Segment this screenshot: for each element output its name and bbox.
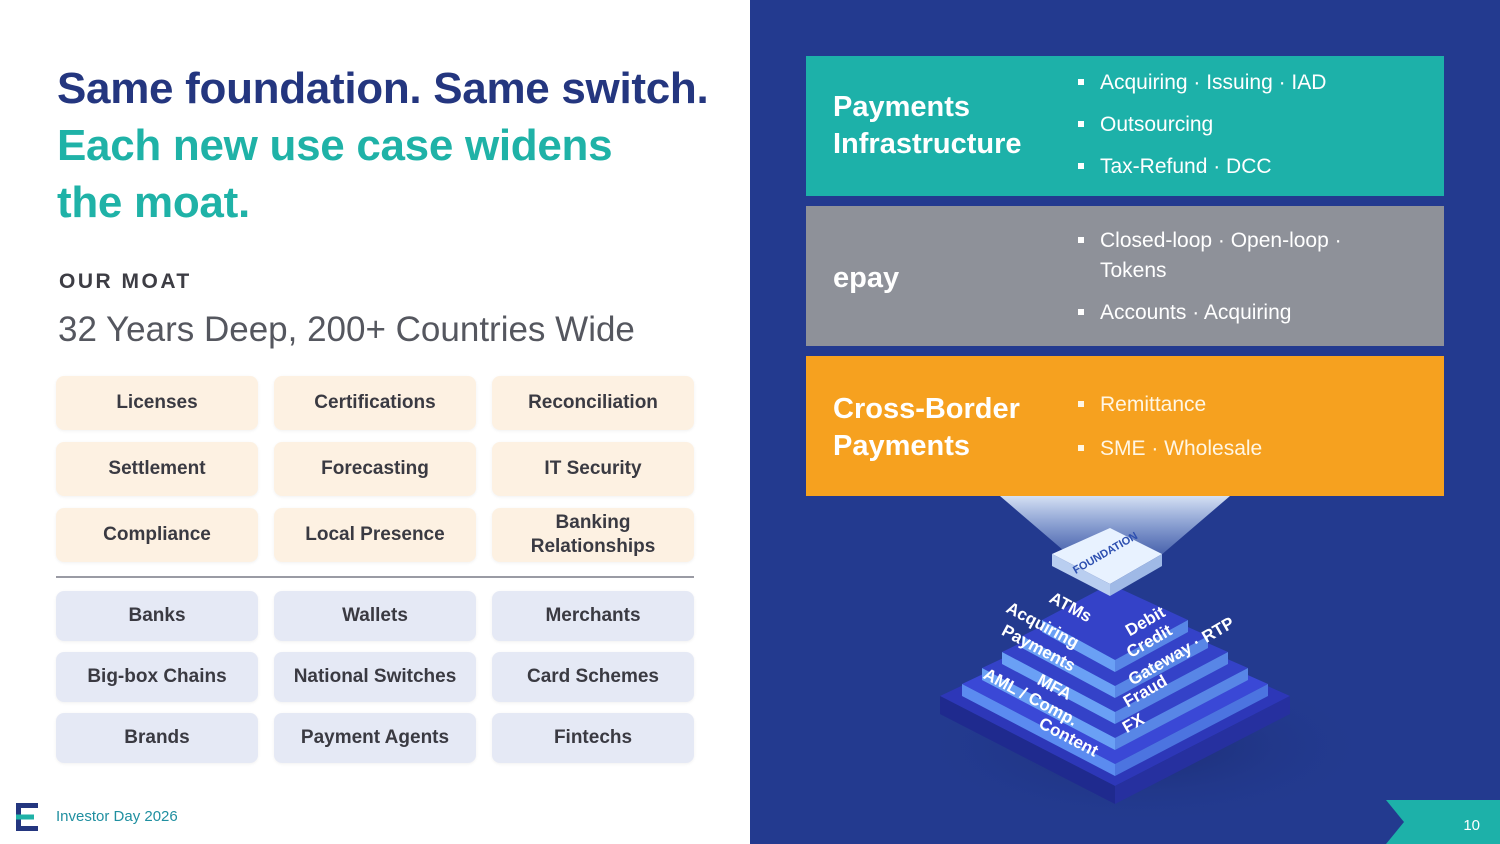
layer-title: epay [833,262,900,294]
moat-label: OUR MOAT [59,270,192,293]
partner-tile: Big-box Chains [56,652,258,702]
bullet-item: Accounts · Acquiring [1074,298,1404,328]
layer-title: Payments Infrastructure [833,91,1022,160]
bullet-item: Acquiring · Issuing · IAD [1074,68,1326,98]
left-panel: Same foundation. Same switch. Each new u… [16,60,737,831]
foundation-cap [1052,528,1162,584]
headline-line-1: Same foundation. Same switch. [57,64,709,113]
layer-bullets: Remittance SME · Wholesale [1074,390,1262,478]
page-number: 10 [1463,817,1480,834]
partner-tile: Payment Agents [274,713,476,763]
headline-line-2: Each new use case widens [57,121,613,170]
partner-tile: Wallets [274,591,476,641]
capability-tile: IT Security [492,442,694,496]
capability-tile: Banking Relationships [492,508,694,562]
bullet-item: Outsourcing [1074,110,1326,140]
bullet-item: SME · Wholesale [1074,434,1262,464]
headline: Same foundation. Same switch. Each new u… [57,60,737,231]
page-number-tab [1386,800,1500,844]
capability-tile: Certifications [274,376,476,430]
epay-layer: epay Closed-loop · Open-loop · Tokens Ac… [806,206,1444,346]
payments-infrastructure-layer: Payments Infrastructure Acquiring · Issu… [806,56,1444,196]
section-divider [56,576,694,578]
partner-tile: Banks [56,591,258,641]
bullet-item: Tax-Refund · DCC [1074,152,1326,182]
capability-tile: Licenses [56,376,258,430]
capability-tile: Compliance [56,508,258,562]
company-logo-icon [16,803,38,831]
foundation-pyramid: FOUNDATION ATMs Acquiring Payments MFA A… [915,496,1375,826]
bullet-item: Closed-loop · Open-loop · Tokens [1074,226,1364,286]
capability-tile: Forecasting [274,442,476,496]
capabilities-grid: Licenses Certifications Reconciliation S… [56,376,694,562]
bullet-item: Remittance [1074,390,1262,420]
pyramid-tiers [940,528,1290,804]
partner-tile: Merchants [492,591,694,641]
moat-subtitle: 32 Years Deep, 200+ Countries Wide [58,310,635,349]
capability-tile: Settlement [56,442,258,496]
partner-tile: Card Schemes [492,652,694,702]
capability-tile: Reconciliation [492,376,694,430]
right-panel: Payments Infrastructure Acquiring · Issu… [750,0,1500,844]
cross-border-layer: Cross-Border Payments Remittance SME · W… [806,356,1444,496]
partner-tile: Fintechs [492,713,694,763]
layer-title: Cross-Border Payments [833,393,1020,462]
headline-line-3: the moat. [57,178,250,227]
light-beam [1000,496,1230,556]
partner-tile: National Switches [274,652,476,702]
partners-grid: Banks Wallets Merchants Big-box Chains N… [56,591,694,763]
capability-tile: Local Presence [274,508,476,562]
layer-bullets: Acquiring · Issuing · IAD Outsourcing Ta… [1074,68,1326,194]
footer-text: Investor Day 2026 [56,808,178,825]
layer-bullets: Closed-loop · Open-loop · Tokens Account… [1074,226,1404,340]
partner-tile: Brands [56,713,258,763]
